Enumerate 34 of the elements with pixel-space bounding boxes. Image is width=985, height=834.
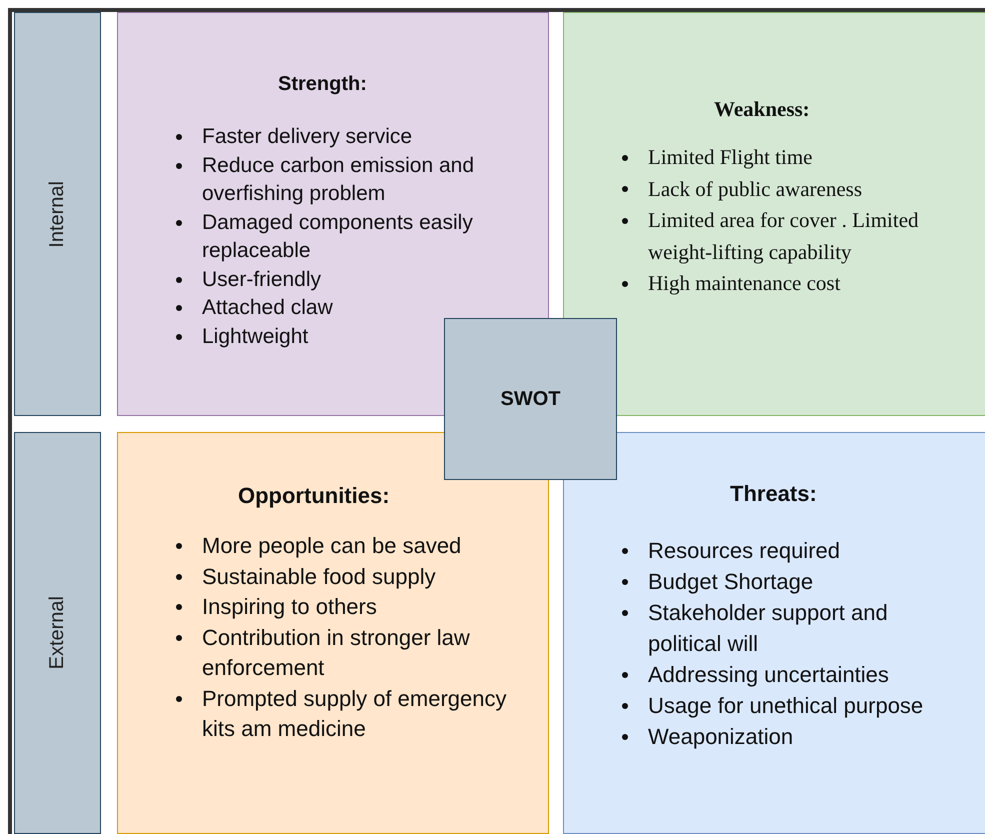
bullet-item: Inspiring to others — [202, 593, 378, 621]
quadrant-box — [117, 432, 549, 834]
bullet-item: Sustainable food supply — [202, 562, 437, 591]
center-label: SWOT — [500, 388, 560, 410]
bullet-item: Reduce carbon emission and overfishing problem — [202, 152, 475, 207]
quadrant-box — [563, 432, 985, 834]
bullet-item: Lack of public awareness — [648, 176, 863, 202]
bullet-item: High maintenance cost — [648, 270, 842, 297]
bullet-item: Contribution in stronger law enforcement — [202, 624, 471, 682]
bullet-item: User-friendly — [202, 266, 322, 292]
bullet-item: Prompted supply of emergency kits am medicine — [202, 684, 508, 743]
side-band — [14, 432, 101, 834]
quadrant-heading: Strength: — [278, 73, 367, 96]
bullet-item: Attached claw — [202, 295, 334, 321]
bullet-item: More people can be saved — [202, 532, 462, 560]
quadrant-heading: Threats: — [730, 481, 817, 507]
bullet-item: Limited Flight time — [648, 144, 814, 171]
bullet-item: Addressing uncertainties — [648, 661, 890, 689]
band-label: External — [46, 596, 69, 670]
center-box — [444, 318, 617, 480]
bullet-item: Faster delivery service — [202, 124, 414, 150]
band-label: Internal — [46, 180, 69, 248]
bullet-item: Stakeholder support and political will — [648, 599, 889, 658]
quadrant-heading: Weakness: — [714, 97, 810, 122]
bullet-item: Lightweight — [202, 324, 310, 350]
bullet-item: Usage for unethical purpose — [648, 692, 924, 720]
quadrant-heading: Opportunities: — [238, 483, 390, 509]
bullet-item: Damaged components easily replaceable — [202, 210, 474, 264]
bullet-item: Limited area for cover . Limited weight-lifting capability — [648, 207, 920, 266]
quadrant-box — [563, 12, 985, 416]
side-band — [14, 12, 101, 416]
bullet-item: Budget Shortage — [648, 568, 814, 596]
bullet-item: Weaponization — [648, 723, 794, 751]
bullet-item: Resources required — [648, 537, 841, 565]
